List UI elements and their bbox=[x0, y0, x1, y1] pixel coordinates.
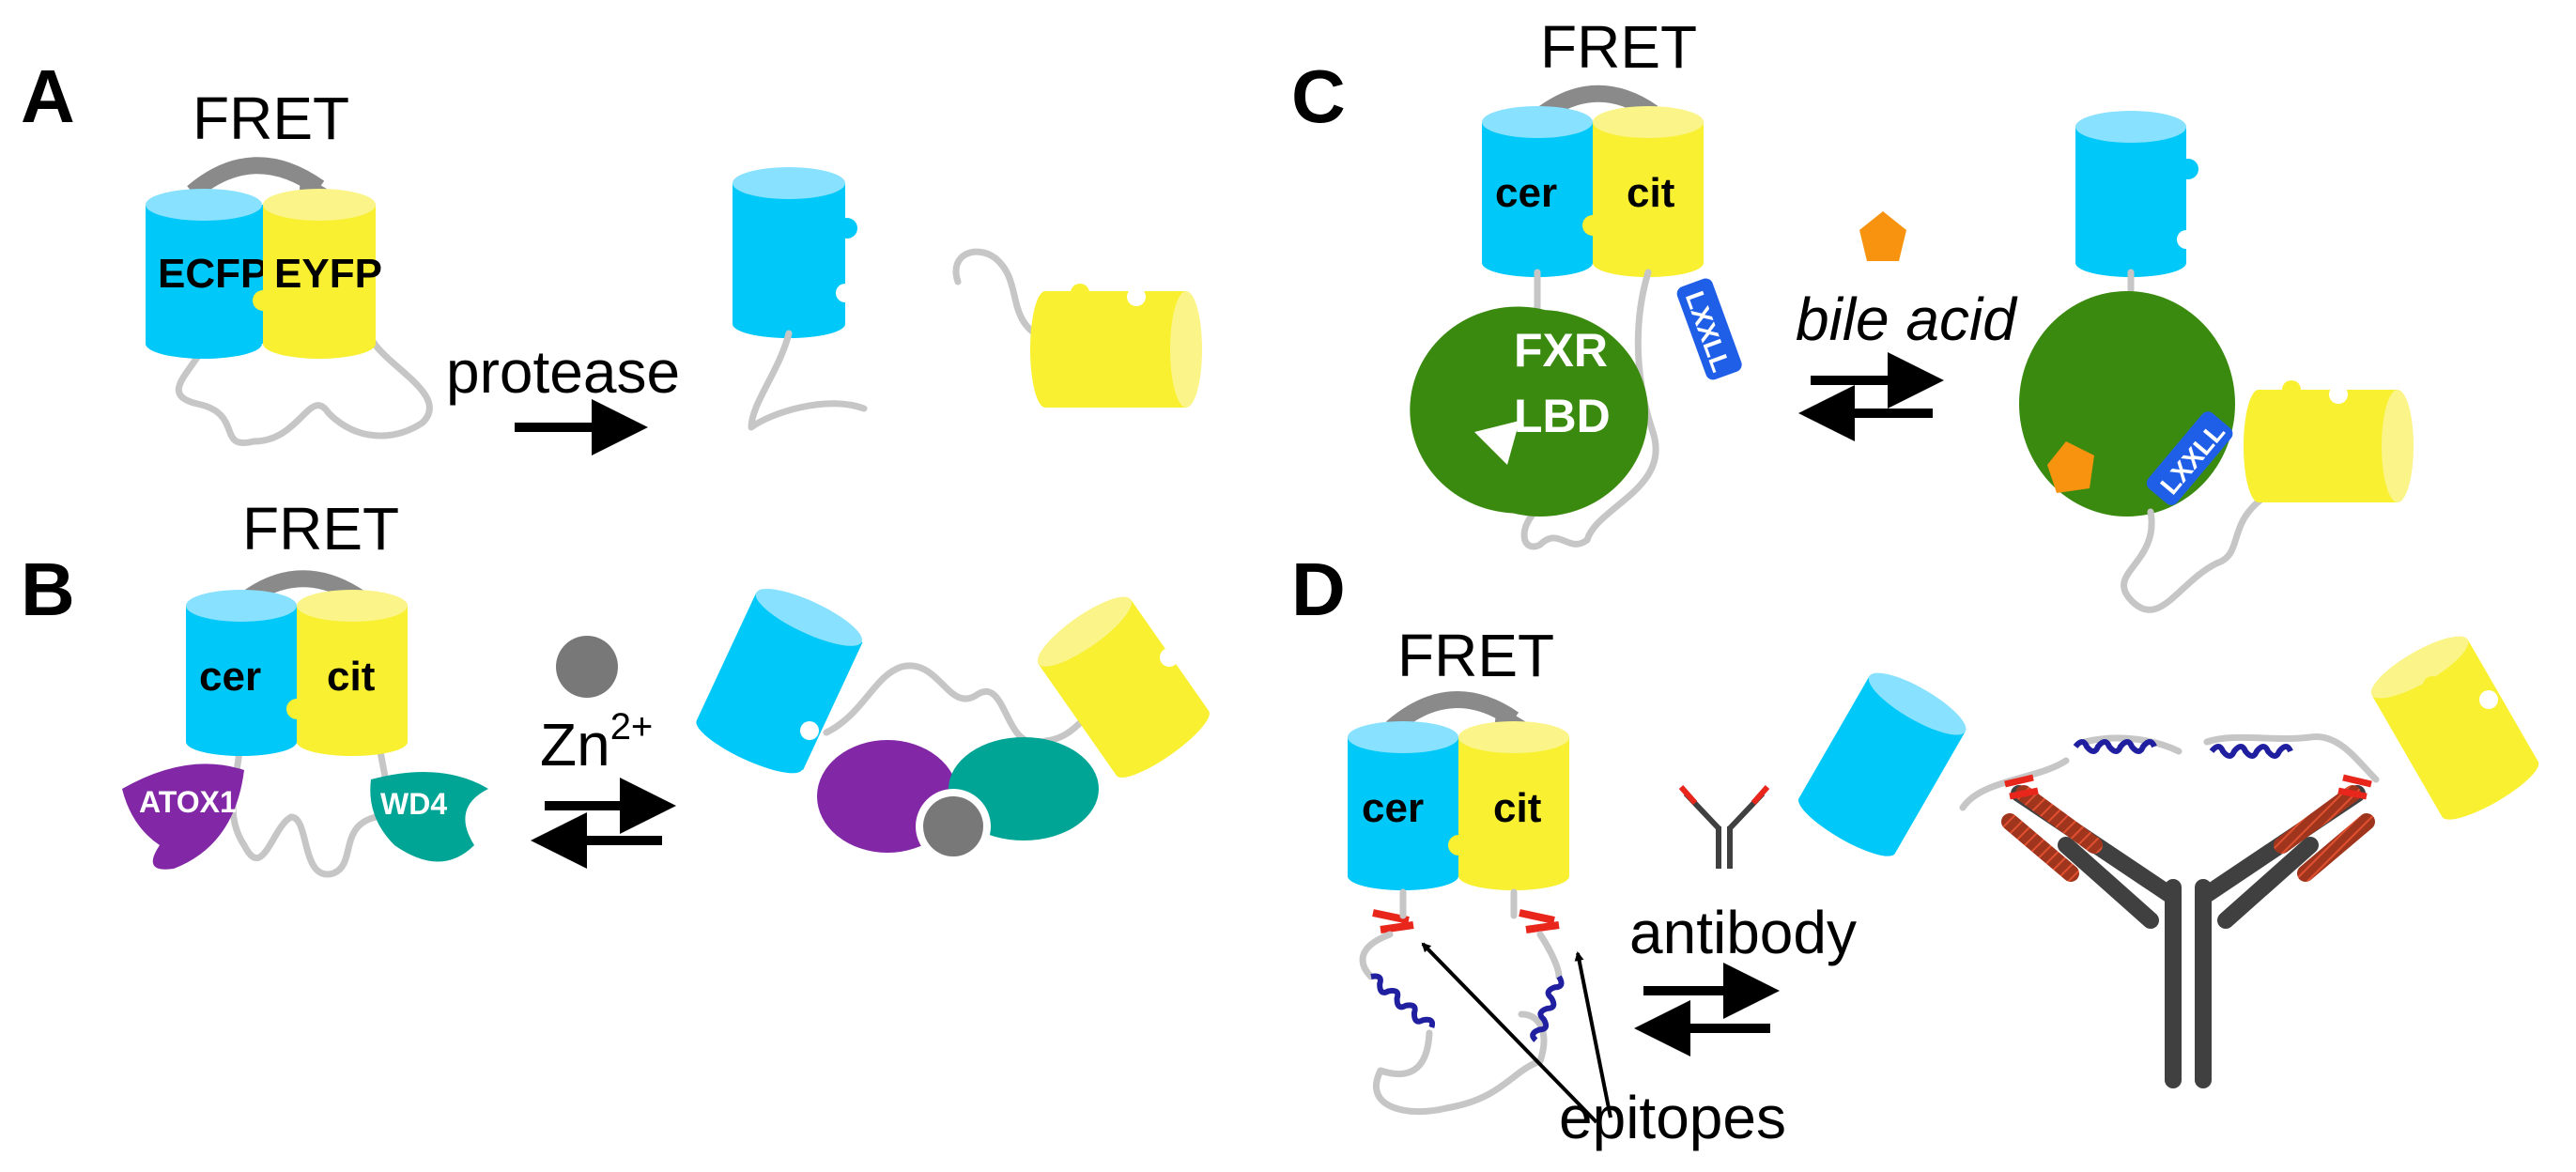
eyfp-barrel: EYFP bbox=[253, 189, 382, 359]
helix-left bbox=[1370, 973, 1436, 1028]
panel-a: A FRET ECFP EYFP protease bbox=[21, 54, 1202, 455]
epitope-right bbox=[1519, 909, 1560, 933]
ecfp-barrel: ECFP bbox=[146, 189, 275, 359]
equilibrium-arrow-icon bbox=[1634, 963, 1780, 1056]
linker-b bbox=[229, 748, 391, 878]
equilibrium-arrow-icon bbox=[1798, 352, 1944, 441]
bound-bile-acid-icon bbox=[2047, 441, 2094, 493]
atox1-domain bbox=[122, 763, 244, 870]
linker-d bbox=[1359, 888, 1563, 1116]
bound-state-b bbox=[696, 589, 1210, 864]
zinc-symbol: Zn bbox=[540, 711, 610, 779]
eyfp-label: EYFP bbox=[274, 251, 382, 297]
epitope-left bbox=[1372, 909, 1414, 933]
bound-antibody bbox=[2001, 774, 2375, 1088]
lxxll-motif: LXXLL bbox=[1676, 278, 1742, 380]
ligand-pocket bbox=[1474, 421, 1519, 465]
cit-label-c: cit bbox=[1627, 170, 1675, 216]
equilibrium-arrow-icon bbox=[531, 778, 676, 869]
cer-label-c: cer bbox=[1495, 170, 1557, 216]
cleaved-ecfp bbox=[733, 167, 868, 431]
atox1-label: ATOX1 bbox=[139, 785, 237, 819]
panel-c: C FRET cer cit FXR LBD LXXLL bbox=[1291, 13, 2414, 613]
zinc-label: Zn2+ bbox=[540, 706, 653, 779]
fret-label-b: FRET bbox=[242, 495, 399, 563]
bile-acid-label: bile acid bbox=[1796, 285, 2018, 353]
cit-label-d: cit bbox=[1493, 785, 1542, 831]
panel-letter-c: C bbox=[1291, 54, 1346, 138]
bound-zinc-ion-icon bbox=[923, 796, 983, 856]
wd4-domain bbox=[370, 772, 488, 862]
ecfp-label: ECFP bbox=[158, 251, 268, 297]
linker-a bbox=[175, 334, 433, 447]
bound-state-c: LXXLL bbox=[2019, 111, 2414, 613]
cleaved-eyfp bbox=[952, 248, 1202, 408]
wd4-label: WD4 bbox=[380, 787, 447, 821]
helix-right bbox=[1530, 975, 1565, 1042]
fxr-label: FXR bbox=[1514, 324, 1608, 377]
antibody-label: antibody bbox=[1629, 899, 1857, 966]
epitope-pointer-right bbox=[1574, 951, 1612, 1118]
cit-label-b: cit bbox=[327, 654, 376, 700]
citrine-barrel-d: cit bbox=[1448, 721, 1569, 890]
cer-label-d: cer bbox=[1362, 785, 1424, 831]
citrine-barrel-c: cit bbox=[1582, 106, 1704, 277]
fret-label-c: FRET bbox=[1540, 13, 1697, 81]
cer-label-b: cer bbox=[199, 654, 261, 700]
fret-label-a: FRET bbox=[193, 85, 349, 152]
bound-state-d bbox=[1797, 636, 2539, 1088]
protease-label: protease bbox=[446, 338, 680, 406]
lbd-label: LBD bbox=[1514, 390, 1611, 442]
panel-letter-d: D bbox=[1291, 547, 1346, 631]
zinc-ion-icon bbox=[556, 636, 618, 698]
fret-label-d: FRET bbox=[1397, 622, 1554, 689]
epitopes-label: epitopes bbox=[1559, 1084, 1786, 1151]
cerulean-barrel-c: cer bbox=[1482, 106, 1605, 277]
antibody-icon bbox=[1678, 785, 1770, 869]
cerulean-barrel-b: cer bbox=[186, 590, 309, 756]
panel-d: D FRET cer cit epitopes bbox=[1291, 547, 2539, 1151]
epitope-pointer-left bbox=[1421, 942, 1598, 1124]
bile-acid-icon bbox=[1859, 211, 1906, 261]
cerulean-barrel-d: cer bbox=[1348, 721, 1471, 890]
citrine-barrel-b: cit bbox=[286, 590, 408, 756]
panel-letter-b: B bbox=[21, 547, 75, 631]
panel-letter-a: A bbox=[21, 54, 75, 138]
panel-b: B FRET cer cit ATOX1 WD4 Zn2+ bbox=[21, 495, 1210, 878]
zinc-charge: 2+ bbox=[610, 706, 654, 748]
